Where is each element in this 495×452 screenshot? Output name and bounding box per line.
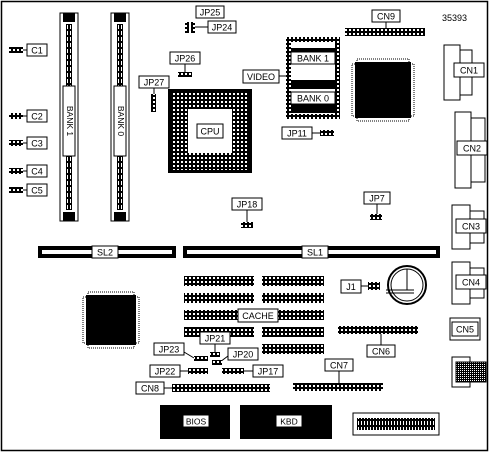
connector-cn3: CN3 — [451, 204, 487, 250]
jumper-jp18: JP18 — [231, 197, 263, 228]
svg-text:BANK 0: BANK 0 — [116, 106, 126, 137]
jumper-jp24: JP24 — [185, 20, 237, 34]
connector-c4: C4 — [9, 164, 48, 178]
video-label: VIDEO — [242, 69, 286, 84]
video-memory: BANK 1 BANK 0 — [286, 37, 340, 119]
connector-c3: C3 — [9, 136, 48, 150]
svg-text:C1: C1 — [31, 46, 43, 56]
svg-text:CACHE: CACHE — [242, 311, 274, 321]
jumper-jp11: JP11 — [281, 126, 334, 140]
svg-text:JP11: JP11 — [287, 129, 307, 139]
audio-jack — [451, 356, 487, 388]
connector-c5: C5 — [9, 183, 48, 197]
video-chip — [351, 58, 415, 122]
svg-text:SL2: SL2 — [97, 248, 113, 258]
svg-text:J1: J1 — [346, 282, 356, 292]
connector-cn2: CN2 — [454, 111, 488, 189]
jumper-jp27: JP27 — [138, 75, 170, 112]
svg-text:JP25: JP25 — [200, 8, 221, 18]
svg-text:CN6: CN6 — [372, 347, 390, 357]
jumper-jp26: JP26 — [169, 51, 201, 77]
svg-text:CN8: CN8 — [141, 384, 159, 394]
cpu-socket: CPU — [168, 89, 252, 173]
svg-text:CN4: CN4 — [462, 278, 480, 288]
svg-text:JP22: JP22 — [155, 367, 176, 377]
jumper-jp17: JP17 — [222, 364, 284, 378]
connector-cn4: CN4 — [451, 261, 487, 305]
connector-c1: C1 — [9, 43, 48, 57]
jumper-jp21: JP21 — [199, 331, 231, 357]
svg-text:C2: C2 — [31, 112, 43, 122]
kbd-chip: KBD — [240, 405, 332, 439]
svg-text:JP26: JP26 — [175, 54, 196, 64]
svg-text:JP17: JP17 — [258, 367, 279, 377]
jumper-jp7: JP7 — [363, 191, 391, 220]
connector-c2: C2 — [9, 109, 48, 123]
connector-cn8: CN8 — [135, 381, 270, 395]
connector-cn9: CN9 — [345, 9, 425, 36]
slot-sl1: SL1 — [183, 245, 440, 259]
svg-text:JP18: JP18 — [237, 200, 258, 210]
simm-bank-0: BANK 0 — [110, 12, 130, 222]
svg-text:KBD: KBD — [280, 417, 297, 427]
svg-text:BANK 0: BANK 0 — [297, 94, 329, 104]
svg-text:CN2: CN2 — [463, 144, 481, 154]
svg-text:CPU: CPU — [200, 127, 219, 137]
svg-text:C5: C5 — [31, 186, 43, 196]
simm-bank-1: BANK 1 — [59, 12, 79, 222]
svg-text:CN9: CN9 — [377, 12, 395, 22]
pin-header-bottom-right — [352, 412, 440, 436]
jumper-jp22: JP22 — [149, 364, 208, 378]
svg-text:JP24: JP24 — [212, 23, 233, 33]
svg-text:SL1: SL1 — [307, 248, 323, 258]
svg-text:C3: C3 — [31, 139, 43, 149]
svg-text:JP23: JP23 — [159, 345, 180, 355]
cache-sram: CACHE — [184, 276, 324, 354]
svg-text:CN7: CN7 — [330, 361, 348, 371]
svg-text:CN1: CN1 — [460, 66, 478, 76]
jumper-jp20: JP20 — [212, 347, 259, 365]
chipset — [82, 291, 140, 349]
jumper-jp25: JP25 — [195, 5, 225, 19]
svg-text:BANK 1: BANK 1 — [297, 54, 329, 64]
svg-text:JP20: JP20 — [233, 350, 254, 360]
svg-text:VIDEO: VIDEO — [247, 72, 275, 82]
slot-sl2: SL2 — [38, 245, 176, 259]
jumper-jp23: JP23 — [153, 342, 208, 361]
svg-text:C4: C4 — [31, 167, 43, 177]
connector-cn7: CN7 — [293, 358, 383, 391]
connector-cn6: CN6 — [338, 326, 418, 358]
connector-cn5: CN5 — [449, 317, 481, 341]
svg-text:JP27: JP27 — [144, 78, 165, 88]
bios-chip: BIOS — [160, 405, 230, 439]
svg-text:BANK 1: BANK 1 — [65, 106, 75, 137]
figure-number: 35393 — [442, 13, 467, 23]
svg-text:CN5: CN5 — [456, 325, 474, 335]
svg-text:BIOS: BIOS — [186, 417, 207, 427]
svg-text:JP21: JP21 — [205, 334, 226, 344]
connector-cn1: CN1 — [443, 44, 485, 101]
battery — [386, 265, 427, 305]
jumper-j1: J1 — [340, 279, 380, 294]
svg-text:JP7: JP7 — [369, 194, 385, 204]
svg-text:CN3: CN3 — [462, 222, 480, 232]
